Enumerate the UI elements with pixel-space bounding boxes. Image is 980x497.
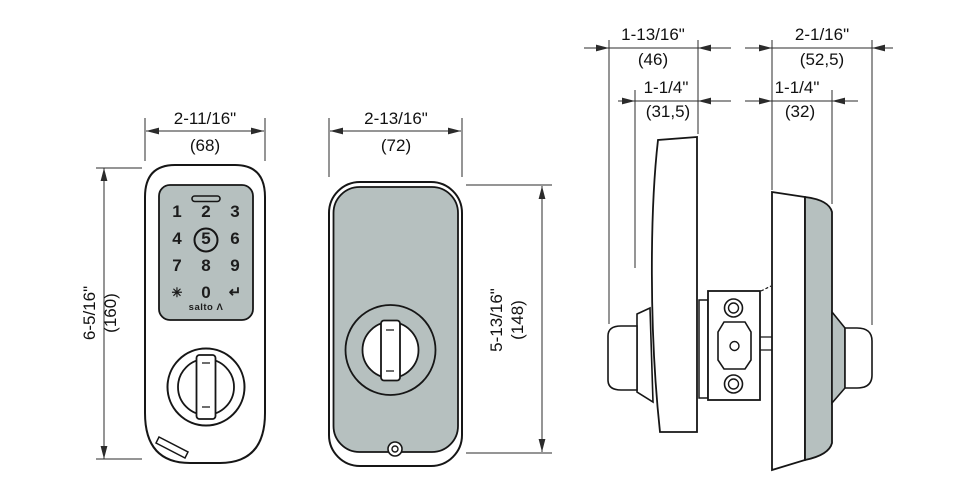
side-latch-screw-top-inner	[727, 302, 740, 314]
side-exterior-body	[650, 136, 698, 433]
side-latch-screw-bottom-inner	[727, 378, 740, 390]
dim-side-exterior-body-mm: (31,5)	[645, 102, 691, 121]
key-5-ring	[193, 227, 219, 253]
side-latch-hub-hole	[729, 340, 740, 352]
keypad-key-3: 3	[230, 202, 240, 221]
arrowhead	[146, 127, 159, 135]
keypad-key-7: 7	[172, 256, 182, 275]
dimension-arrowheads	[100, 44, 885, 459]
arrowhead	[759, 44, 772, 52]
keypad-key-5: 5	[201, 229, 211, 248]
keypad-key-0: 0	[201, 283, 211, 302]
dim-back-height-inches: 5-13/16"	[487, 288, 506, 352]
keypad-key-9: 9	[230, 256, 240, 275]
front-thumbturn-outer-ring	[166, 347, 246, 427]
back-screw-outer	[387, 441, 403, 457]
front-indicator-slot	[191, 195, 221, 203]
dim-back-height-mm: (148)	[508, 300, 527, 340]
front-thumbturn-bar	[195, 354, 217, 420]
dim-side-exterior-total-mm: (46)	[637, 50, 669, 69]
dim-side-interior-body-inches: 1-1/4"	[774, 78, 820, 97]
front-bottom-tab	[154, 435, 190, 460]
keypad-key-enter-icon: ↵	[228, 284, 242, 301]
arrowhead	[538, 439, 546, 452]
side-dimension-lines	[584, 47, 893, 102]
arrowhead	[832, 97, 845, 105]
arrowhead	[698, 44, 711, 52]
salto-logo: salto Λ	[188, 302, 224, 313]
front-extension-lines	[96, 118, 266, 460]
side-latch-screw-bottom-outer	[723, 374, 744, 394]
arrowhead	[448, 127, 461, 135]
dim-front-height-mm: (160)	[101, 293, 120, 333]
dim-back-height: 5-13/16" (148)	[485, 245, 529, 395]
side-latch-screw-top-outer	[723, 298, 744, 318]
back-thumbturn-ticks	[386, 329, 394, 372]
back-view	[328, 181, 463, 467]
front-thumbturn-ticks	[202, 362, 210, 408]
side-extension-lines	[608, 40, 873, 325]
back-thumbturn-bar	[380, 319, 401, 382]
back-screw-inner	[391, 445, 399, 453]
arrowhead	[330, 127, 343, 135]
side-interior-thumbturn-step	[831, 309, 846, 406]
back-dimension-lines	[330, 130, 543, 452]
arrowhead	[698, 97, 711, 105]
back-thumbturn-ring	[344, 304, 437, 396]
side-interior-thumbturn-knob	[844, 327, 873, 389]
dim-back-width-inches: 2-13/16"	[364, 109, 428, 128]
arrowhead	[100, 168, 108, 181]
dim-side-exterior-body-inches: 1-1/4"	[643, 78, 689, 97]
front-view	[144, 164, 266, 464]
dim-side-interior-body-mm: (32)	[784, 102, 816, 121]
arrowhead	[622, 97, 635, 105]
dim-side-exterior-total-inches: 1-13/16"	[621, 25, 685, 44]
arrowhead	[251, 127, 264, 135]
side-exterior-reader-flare	[636, 306, 654, 404]
side-latch-hub	[717, 321, 752, 370]
side-exterior-reader-knob	[607, 325, 638, 391]
side-interior-plate	[771, 190, 806, 472]
arrowhead	[538, 186, 546, 199]
dim-side-interior-total-inches: 2-1/16"	[794, 25, 850, 44]
dim-front-width-mm: (68)	[189, 136, 221, 155]
dim-side-interior-total-mm: (52,5)	[799, 50, 845, 69]
keypad-key-4: 4	[172, 229, 182, 248]
arrowhead	[100, 446, 108, 459]
keypad-key-6: 6	[230, 229, 240, 248]
keypad-key-clear-icon: ✳	[171, 285, 183, 300]
side-hidden-edge-dash	[760, 285, 772, 292]
dim-front-height: 6-5/16" (160)	[78, 238, 122, 388]
keypad-key-1: 1	[172, 202, 182, 221]
arrowhead	[596, 44, 609, 52]
back-extension-lines	[328, 118, 552, 454]
side-latch-case-strip	[698, 299, 709, 399]
keypad-key-2: 2	[201, 202, 211, 221]
side-interior-body	[804, 195, 833, 462]
keypad-key-8: 8	[201, 256, 211, 275]
dim-front-width-inches: 2-11/16"	[173, 109, 237, 128]
arrowhead	[872, 44, 885, 52]
side-spindle-lines	[760, 336, 772, 351]
dim-front-height-inches: 6-5/16"	[80, 285, 99, 341]
back-body-panel	[332, 186, 459, 453]
arrowhead	[759, 97, 772, 105]
dimension-lines	[96, 40, 893, 460]
dim-back-width-mm: (72)	[380, 136, 412, 155]
front-dimension-lines	[103, 130, 264, 459]
side-view	[607, 136, 873, 472]
